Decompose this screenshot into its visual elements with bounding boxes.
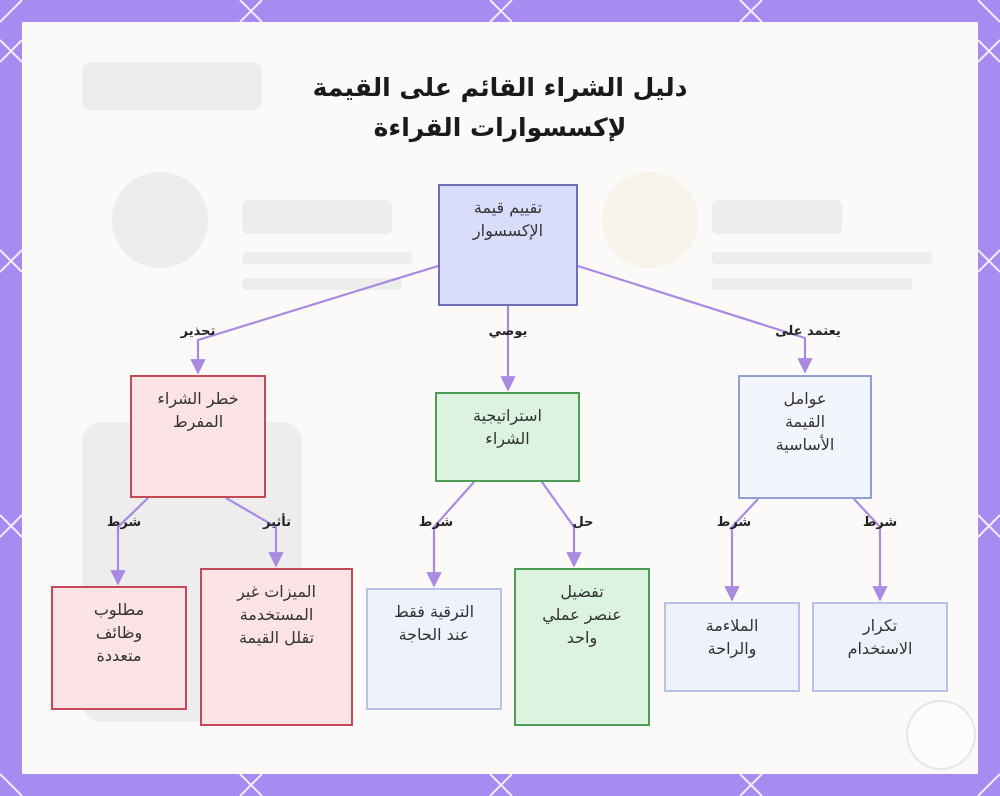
edge-label-condition-frequency: شرط bbox=[862, 515, 898, 530]
diagram-panel: دليل الشراء القائم على القيمة لإكسسوارات… bbox=[22, 22, 978, 774]
edges-layer bbox=[110, 264, 888, 602]
edge-label-condition-upgrade: شرط bbox=[418, 515, 454, 530]
node-multi-function-required-label: مطلوب وظائف متعددة bbox=[93, 600, 145, 665]
edge-core-to-comfort bbox=[724, 498, 759, 602]
node-fit-comfort: الملاءمة والراحة bbox=[664, 602, 800, 692]
edge-label-recommends: يوصي bbox=[488, 324, 528, 339]
edge-label-effect: تأثير bbox=[262, 515, 292, 530]
edge-strategy-to-single-item bbox=[541, 481, 582, 568]
node-overbuy-risk-label: خطر الشراء المفرط bbox=[157, 389, 239, 431]
edge-label-condition-comfort: شرط bbox=[716, 515, 752, 530]
node-single-practical-item: تفضيل عنصر عملي واحد bbox=[514, 568, 650, 726]
watermark-seal-icon bbox=[906, 700, 976, 770]
node-fit-comfort-label: الملاءمة والراحة bbox=[705, 616, 759, 658]
edge-risk-to-unused-features bbox=[225, 497, 284, 568]
edge-core-to-frequency bbox=[853, 498, 888, 602]
edge-label-warning: تحذير bbox=[180, 324, 216, 339]
node-purchase-strategy-label: استراتيجية الشراء bbox=[473, 406, 542, 448]
node-single-practical-item-label: تفضيل عنصر عملي واحد bbox=[542, 582, 622, 647]
edge-label-condition-multi: شرط bbox=[106, 515, 142, 530]
node-upgrade-when-needed: الترقية فقط عند الحاجة bbox=[366, 588, 502, 710]
title-line-2: لإكسسوارات القراءة bbox=[373, 113, 627, 142]
node-accessory-value: تقييم قيمة الإكسسوار bbox=[438, 184, 578, 306]
edge-root-to-overbuy-risk bbox=[190, 264, 439, 375]
edge-label-solution: حل bbox=[572, 515, 594, 530]
node-purchase-strategy: استراتيجية الشراء bbox=[435, 392, 580, 482]
node-unused-features: الميزات غير المستخدمة تقلل القيمة bbox=[200, 568, 353, 726]
node-upgrade-when-needed-label: الترقية فقط عند الحاجة bbox=[393, 602, 475, 644]
title-line-1: دليل الشراء القائم على القيمة bbox=[312, 73, 688, 102]
node-unused-features-label: الميزات غير المستخدمة تقلل القيمة bbox=[237, 582, 316, 647]
node-usage-frequency-label: تكرار الاستخدام bbox=[847, 616, 913, 658]
node-usage-frequency: تكرار الاستخدام bbox=[812, 602, 948, 692]
node-overbuy-risk: خطر الشراء المفرط bbox=[130, 375, 266, 498]
edge-risk-to-multi-function bbox=[110, 497, 149, 586]
edge-label-depends-on: يعتمد على bbox=[775, 324, 841, 339]
diagram-title: دليل الشراء القائم على القيمة لإكسسوارات… bbox=[272, 68, 728, 148]
edge-root-to-core-factors bbox=[577, 264, 813, 374]
edge-strategy-to-upgrade bbox=[426, 481, 475, 588]
node-core-factors: عوامل القيمة الأساسية bbox=[738, 375, 872, 499]
node-core-factors-label: عوامل القيمة الأساسية bbox=[775, 389, 835, 454]
node-accessory-value-label: تقييم قيمة الإكسسوار bbox=[472, 198, 544, 240]
node-multi-function-required: مطلوب وظائف متعددة bbox=[51, 586, 187, 710]
